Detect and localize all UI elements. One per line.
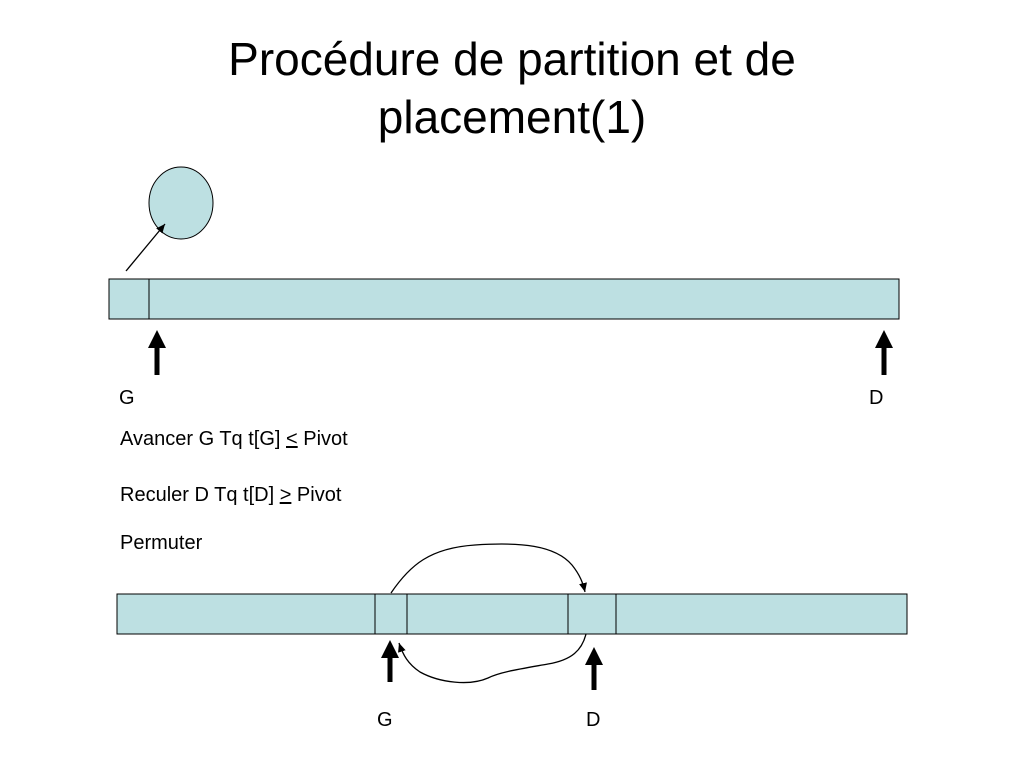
- bottom-array: [116, 593, 908, 635]
- step-swap: Permuter: [120, 531, 202, 555]
- bottom-left-pointer-label: G: [377, 709, 393, 731]
- top-right-pointer-arrow: [875, 330, 893, 375]
- bottom-left-pointer-arrow: [381, 640, 399, 682]
- slide-title: Procédure de partition et de placement(1…: [0, 30, 1024, 146]
- step-advance-left-operator: <: [286, 428, 298, 450]
- slide-title-line-2: placement(1): [377, 91, 647, 143]
- step-retreat-right-tail: Pivot: [291, 484, 342, 506]
- top-left-pointer-arrow: [148, 330, 166, 375]
- step-advance-left-text: Avancer G Tq t[G]: [120, 428, 286, 450]
- bottom-right-pointer-arrow: [585, 647, 603, 690]
- bottom-right-pointer-label: D: [586, 709, 601, 731]
- top-array: [108, 278, 900, 320]
- top-left-pointer-label: G: [119, 387, 135, 409]
- step-retreat-right-operator: >: [279, 484, 292, 506]
- swap-arc-bottom-arrow: [398, 633, 587, 684]
- top-right-pointer-label: D: [869, 387, 884, 409]
- bottom-array-bar: [116, 593, 908, 635]
- slide-title-line-1: Procédure de partition et de: [228, 33, 796, 85]
- pivot-pointer-line: [125, 223, 166, 272]
- step-swap-text: Permuter: [120, 532, 203, 554]
- top-array-bar: [108, 278, 900, 320]
- swap-arc-top-arrow: [390, 543, 587, 594]
- step-advance-left: Avancer G Tq t[G] < Pivot: [120, 427, 348, 451]
- step-retreat-right-text: Reculer D Tq t[D]: [120, 484, 280, 506]
- pivot-circle: [148, 166, 214, 240]
- step-retreat-right: Reculer D Tq t[D] > Pivot: [120, 483, 341, 507]
- step-advance-left-tail: Pivot: [297, 428, 348, 450]
